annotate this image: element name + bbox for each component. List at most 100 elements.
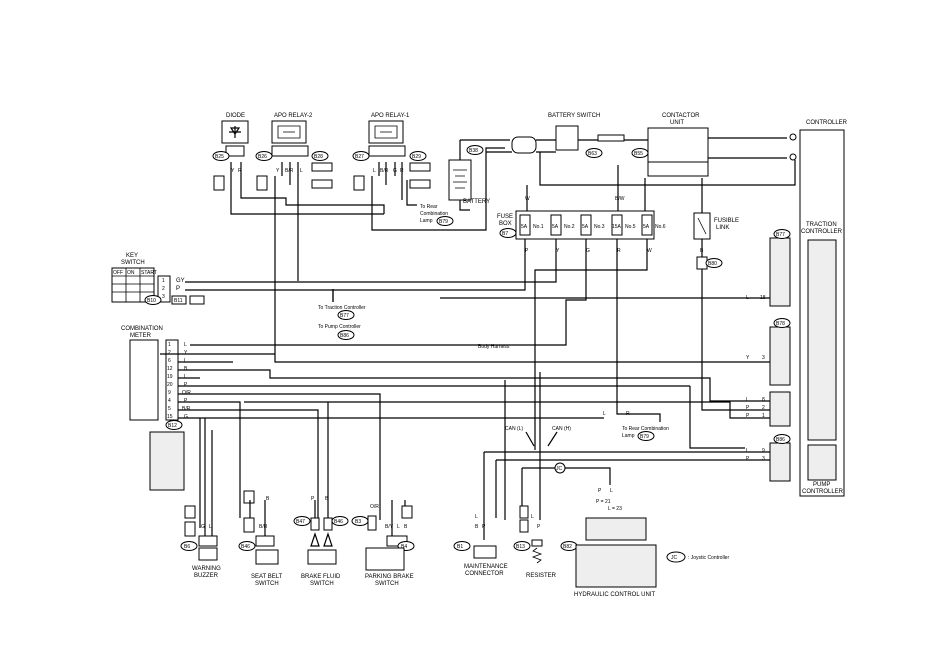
contactor-unit: [647, 127, 709, 163]
maintenance-connector-label-1: MAINTENANCE: [464, 564, 508, 570]
combination-meter-label-1: COMBINATION: [121, 326, 163, 332]
wire-res-l: L: [531, 514, 534, 520]
wire-park-or: O/R: [370, 504, 379, 510]
connector-b78-frame: [769, 326, 791, 386]
connector-b77-ref-label: B77: [340, 313, 349, 319]
connector-b77-label: B77: [776, 232, 785, 238]
meter-wire-2: Y: [184, 350, 188, 356]
brake-fluid-switch-label-2: SWITCH: [310, 581, 334, 587]
wire-brake-p: P: [311, 496, 315, 502]
key-switch-wire-gy: GY: [176, 278, 185, 284]
pump-controller-label-1: PUMP: [813, 482, 830, 488]
contactor-unit-label-2: UNIT: [670, 120, 684, 126]
brake-fluid-terminal-1: [310, 517, 320, 531]
fuse-6-wire: W: [647, 248, 652, 254]
fuse-2-rating: 5A: [552, 224, 559, 230]
connector-b26-label: B26: [258, 154, 267, 160]
meter-pin-4: 4: [168, 398, 171, 404]
connector-b86-ref-label: B86: [340, 333, 349, 339]
brake-fluid-terminal-2: [323, 517, 333, 531]
connector-b1: [453, 541, 471, 551]
fuse-5: 15A No.5 R: [611, 214, 636, 254]
relay-2-side-connector: [311, 162, 333, 172]
wire-buzzer-l: L: [209, 524, 212, 530]
wire-mc-l: L: [475, 514, 478, 520]
key-switch-pin-1: 1: [162, 278, 165, 284]
connector-b1-label: B1: [457, 544, 463, 550]
connector-b80-label: B80: [708, 261, 717, 267]
note-to-rear-lamp-1b: Combination: [420, 211, 448, 217]
wire-park-by: B/Y: [385, 524, 394, 530]
connector-b25: [212, 151, 230, 161]
battery-switch-housing: [511, 136, 537, 154]
connector-b13: [513, 541, 531, 551]
meter-pin-2: 2: [168, 350, 171, 356]
fuse-1-label: No.1: [533, 224, 544, 230]
diode-symbol-icon: [229, 126, 241, 138]
ctrl-wire-p1: P: [746, 413, 750, 419]
connector-b48: [331, 516, 349, 526]
connector-b38-label: B38: [469, 148, 478, 154]
meter-wire-12: B: [184, 366, 188, 372]
ctrl-pin-1: 1: [762, 413, 765, 419]
fuse-box-label-1: FUSE: [497, 214, 513, 220]
seat-belt-switch-label-1: SEAT BELT: [251, 574, 283, 580]
resister-top-connector: [519, 505, 529, 519]
fuse-6-label: No.6: [655, 224, 666, 230]
fuse-3-rating: 5A: [582, 224, 589, 230]
warning-buzzer-label-1: WARNING: [192, 566, 221, 572]
apo-relay-2-connector: [271, 145, 309, 157]
meter-wire-4: P: [184, 398, 188, 404]
connector-b38: [466, 145, 484, 155]
connector-b7-label: B7: [502, 231, 508, 237]
apo-relay-1-label: APO RELAY-1: [371, 113, 410, 119]
fuse-2-body: [550, 214, 562, 236]
battery-label: BATTERY: [463, 199, 490, 205]
meter-wire-20: P: [184, 382, 188, 388]
warning-buzzer-label-2: BUZZER: [194, 573, 219, 579]
joint-connector-jc-label: JC: [556, 466, 563, 472]
fuse-5-rating: 15A: [612, 224, 622, 230]
connector-b63-label: B63: [588, 151, 597, 157]
resister-connector: [531, 539, 543, 547]
contactor-unit-base: [647, 161, 709, 177]
key-switch-pin-3: 3: [162, 294, 165, 300]
meter-pin-9: 9: [168, 390, 171, 396]
controller-wire-labels: L 18 Y 3 L 8 P 2 P 1 L 9 P 3: [746, 295, 766, 462]
combination-meter-label-2: METER: [130, 333, 152, 339]
hydraulic-control-unit-label: HYDRAULIC CONTROL UNIT: [574, 592, 655, 598]
seat-belt-top-connector: [243, 490, 255, 504]
buzzer-top-connector: [184, 505, 196, 519]
fuse-5-body: [611, 214, 623, 236]
connector-b82-label: B82: [563, 544, 572, 550]
meter-wire-1: L: [184, 342, 187, 348]
fuse-box-label-2: BOX: [499, 221, 512, 227]
seat-belt-switch: [255, 549, 279, 565]
key-switch-connector: [157, 275, 171, 303]
connector-b10-label: B10: [147, 298, 156, 304]
fusible-link-element-icon: [697, 217, 707, 235]
relay-2-left-connector: [256, 175, 268, 191]
key-switch-grid: [112, 268, 154, 302]
combination-meter-connector-face: [149, 431, 185, 491]
fuse-2: 5A No.2 Y: [550, 214, 575, 254]
seat-belt-lower-connector: [243, 517, 255, 533]
connector-b13-label: B13: [516, 544, 525, 550]
traction-controller-block: [807, 239, 837, 441]
relay-1-lower-connector: [409, 179, 431, 189]
wire-harness: [160, 137, 796, 540]
connector-b63: [585, 148, 603, 158]
brake-fluid-switch: [307, 549, 337, 565]
fuse-6-body: [641, 214, 653, 236]
connector-b46-label: B46: [241, 544, 250, 550]
wire-battery-sw-bw: B/W: [615, 196, 625, 202]
relay-coil-icon: [277, 125, 301, 139]
connector-b47-label: B47: [296, 519, 305, 525]
fuse-2-label: No.2: [564, 224, 575, 230]
connector-b77-frame: [769, 237, 791, 307]
wire-diode-r: R: [238, 168, 242, 174]
fuse-3-wire: G: [586, 248, 590, 254]
ctrl-pin-3: 3: [762, 355, 765, 361]
note-to-rear-lamp-1a: To Rear: [420, 204, 438, 210]
